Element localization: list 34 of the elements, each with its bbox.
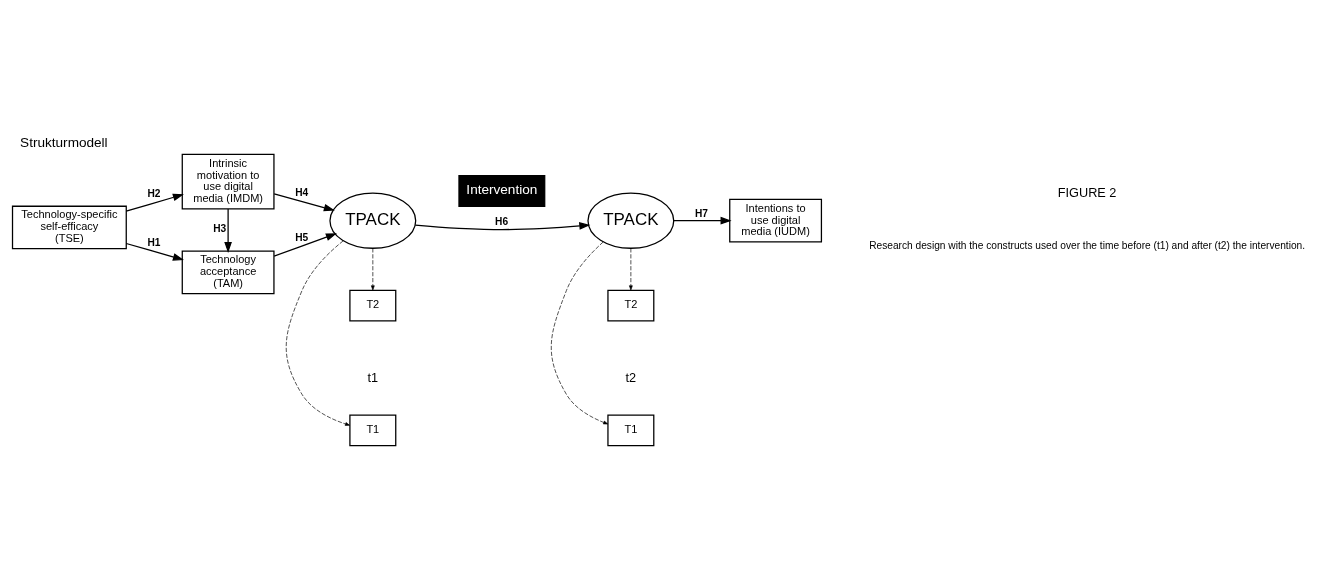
edge-label: H6 xyxy=(495,215,509,227)
arrow xyxy=(629,247,633,291)
arrow xyxy=(551,241,609,425)
node-box: T2 xyxy=(607,289,655,322)
node-box: T1 xyxy=(349,414,397,447)
diagram-title: Strukturmodell xyxy=(20,134,108,150)
arrow xyxy=(285,240,350,426)
node-ellipse: TPACK xyxy=(329,192,417,249)
label: FIGURE 2 xyxy=(1057,185,1117,201)
arrow xyxy=(414,222,591,231)
arrow xyxy=(673,216,732,225)
edge-label: H2 xyxy=(147,188,161,200)
node-box: Intrinsic motivation to use digital media (IMDM) xyxy=(181,153,275,210)
arrow xyxy=(125,193,184,212)
arrow xyxy=(125,242,184,261)
edge-label: H3 xyxy=(213,222,227,234)
node-ellipse: TPACK xyxy=(587,192,675,249)
node-box: T1 xyxy=(607,414,655,447)
node-box: Intervention xyxy=(458,175,546,207)
node-box: Technology acceptance (TAM) xyxy=(181,250,275,295)
edge-label: H5 xyxy=(295,231,309,243)
arrow xyxy=(273,233,337,257)
edge-label: H7 xyxy=(694,207,708,219)
label: t1 xyxy=(367,369,379,385)
edge-label: H1 xyxy=(147,236,161,248)
arrow xyxy=(371,247,375,291)
node-box: Technology-specific self-efficacy (TSE) xyxy=(11,205,127,250)
node-box: T2 xyxy=(349,289,397,322)
arrow xyxy=(224,208,232,254)
arrow xyxy=(273,193,335,212)
node-box: Intentions to use digital media (IUDM) xyxy=(729,198,823,243)
caption: Research design with the constructs used over the time before (t1) and after (t2) the intervention. xyxy=(869,239,1306,251)
edge-label: H4 xyxy=(295,186,309,198)
label: t2 xyxy=(625,369,637,385)
